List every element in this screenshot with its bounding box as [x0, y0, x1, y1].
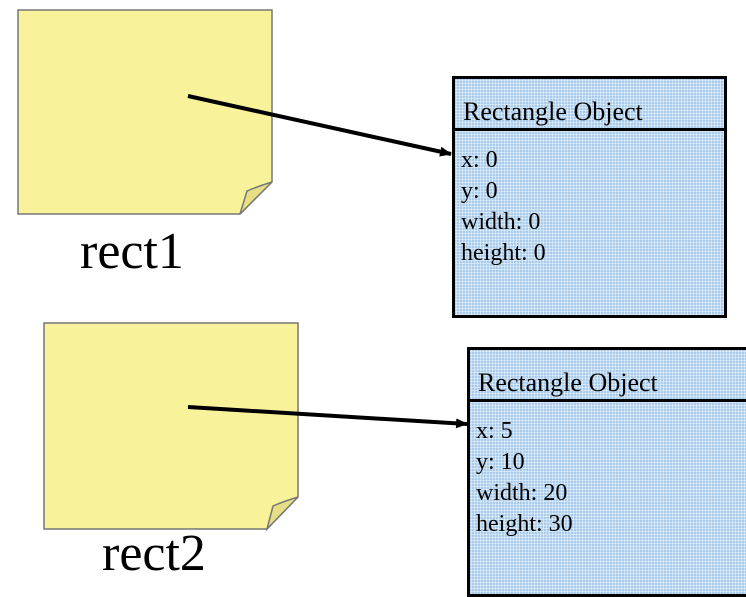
- variable-box-rect2: [43, 322, 299, 532]
- rectangle-object-1: Rectangle Object x: 0 y: 0 width: 0 heig…: [452, 76, 727, 318]
- rectangle-object-2: Rectangle Object x: 5 y: 10 width: 20 he…: [467, 347, 746, 597]
- field-y: y: 0: [461, 178, 498, 204]
- object-title: Rectangle Object: [455, 79, 724, 131]
- field-x: x: 5: [476, 418, 513, 444]
- field-height: height: 30: [476, 511, 573, 537]
- field-x: x: 0: [461, 147, 498, 173]
- object-fields: x: 0 y: 0 width: 0 height: 0: [455, 131, 724, 269]
- variable-label-rect1: rect1: [80, 223, 184, 280]
- variable-label-rect2: rect2: [102, 525, 206, 582]
- field-y: y: 10: [476, 449, 525, 475]
- field-width: width: 20: [476, 480, 568, 506]
- object-title: Rectangle Object: [470, 350, 746, 402]
- note-curl-rect1: [239, 181, 273, 215]
- reference-arrow-rect2: [187, 405, 468, 429]
- object-fields: x: 5 y: 10 width: 20 height: 30: [470, 402, 746, 540]
- note-curl-rect2: [265, 496, 299, 532]
- field-width: width: 0: [461, 209, 541, 235]
- variable-box-rect1: [17, 9, 273, 215]
- field-height: height: 0: [461, 240, 546, 266]
- reference-arrow-rect1: [187, 94, 452, 157]
